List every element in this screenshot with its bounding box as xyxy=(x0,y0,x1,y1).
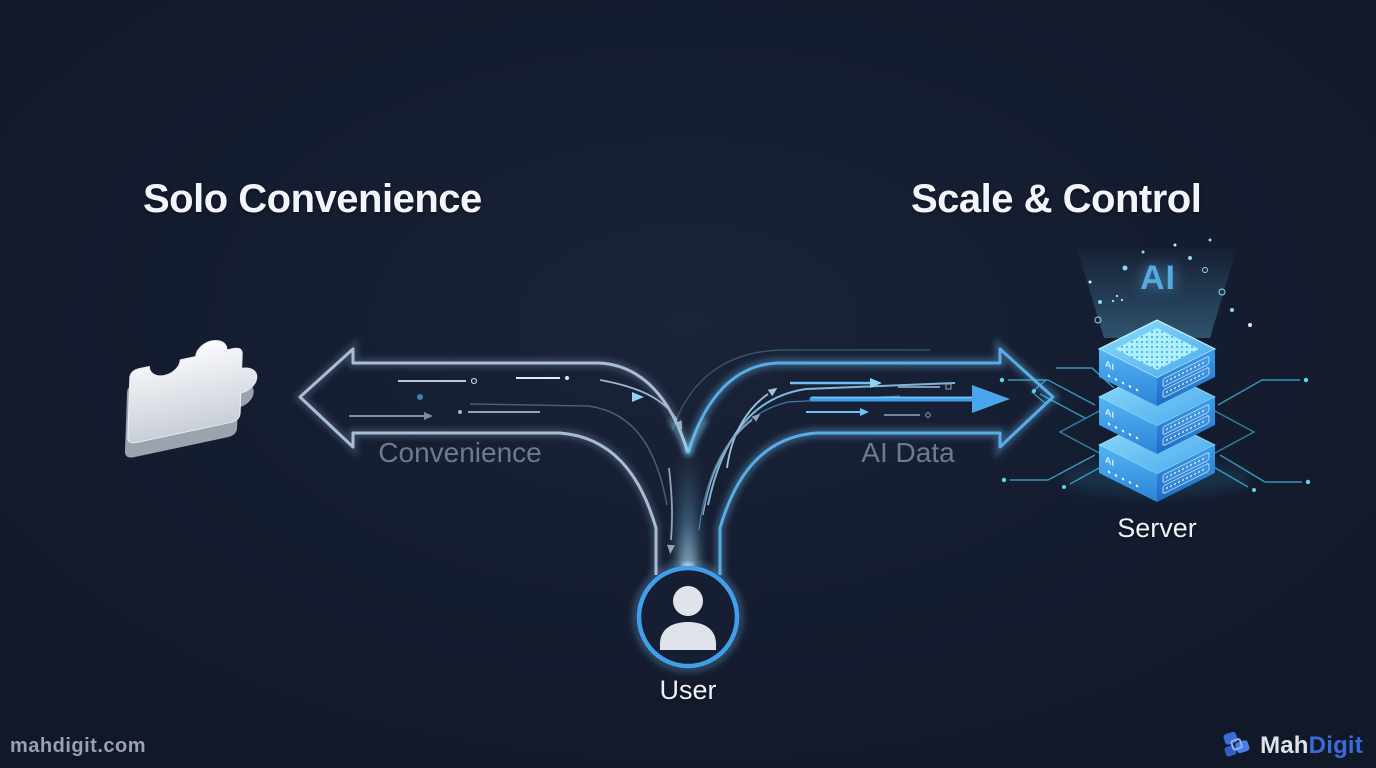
server-stack-icon: AI AI xyxy=(999,238,1311,502)
heading-solo-convenience: Solo Convenience xyxy=(143,177,482,221)
server-unit: AI xyxy=(1097,319,1217,406)
left-branch-label: Convenience xyxy=(378,437,542,468)
puzzle-piece-icon xyxy=(124,339,258,458)
server-unit-tag: AI xyxy=(1105,406,1114,421)
site-watermark: mahdigit.com xyxy=(10,735,147,757)
right-branch-label: AI Data xyxy=(861,437,955,468)
hologram-particles xyxy=(1088,238,1252,327)
user-node-label: User xyxy=(659,675,717,705)
server-node-label: Server xyxy=(1117,513,1197,543)
user-icon xyxy=(632,561,744,673)
left-flow-arrow xyxy=(293,338,693,575)
brand-logo-icon xyxy=(1223,731,1250,757)
brand-logo: MahDigit xyxy=(1221,731,1363,761)
right-flow-arrow xyxy=(671,337,1061,575)
brand-name-prefix: Mah xyxy=(1260,732,1309,759)
brand-name: MahDigit xyxy=(1260,732,1363,760)
server-unit-tag: AI xyxy=(1105,358,1114,373)
server-hologram-label: AI xyxy=(1140,259,1176,297)
heading-scale-control: Scale & Control xyxy=(911,177,1202,221)
server-unit-tag: AI xyxy=(1105,454,1114,469)
brand-name-suffix: Digit xyxy=(1308,732,1363,759)
